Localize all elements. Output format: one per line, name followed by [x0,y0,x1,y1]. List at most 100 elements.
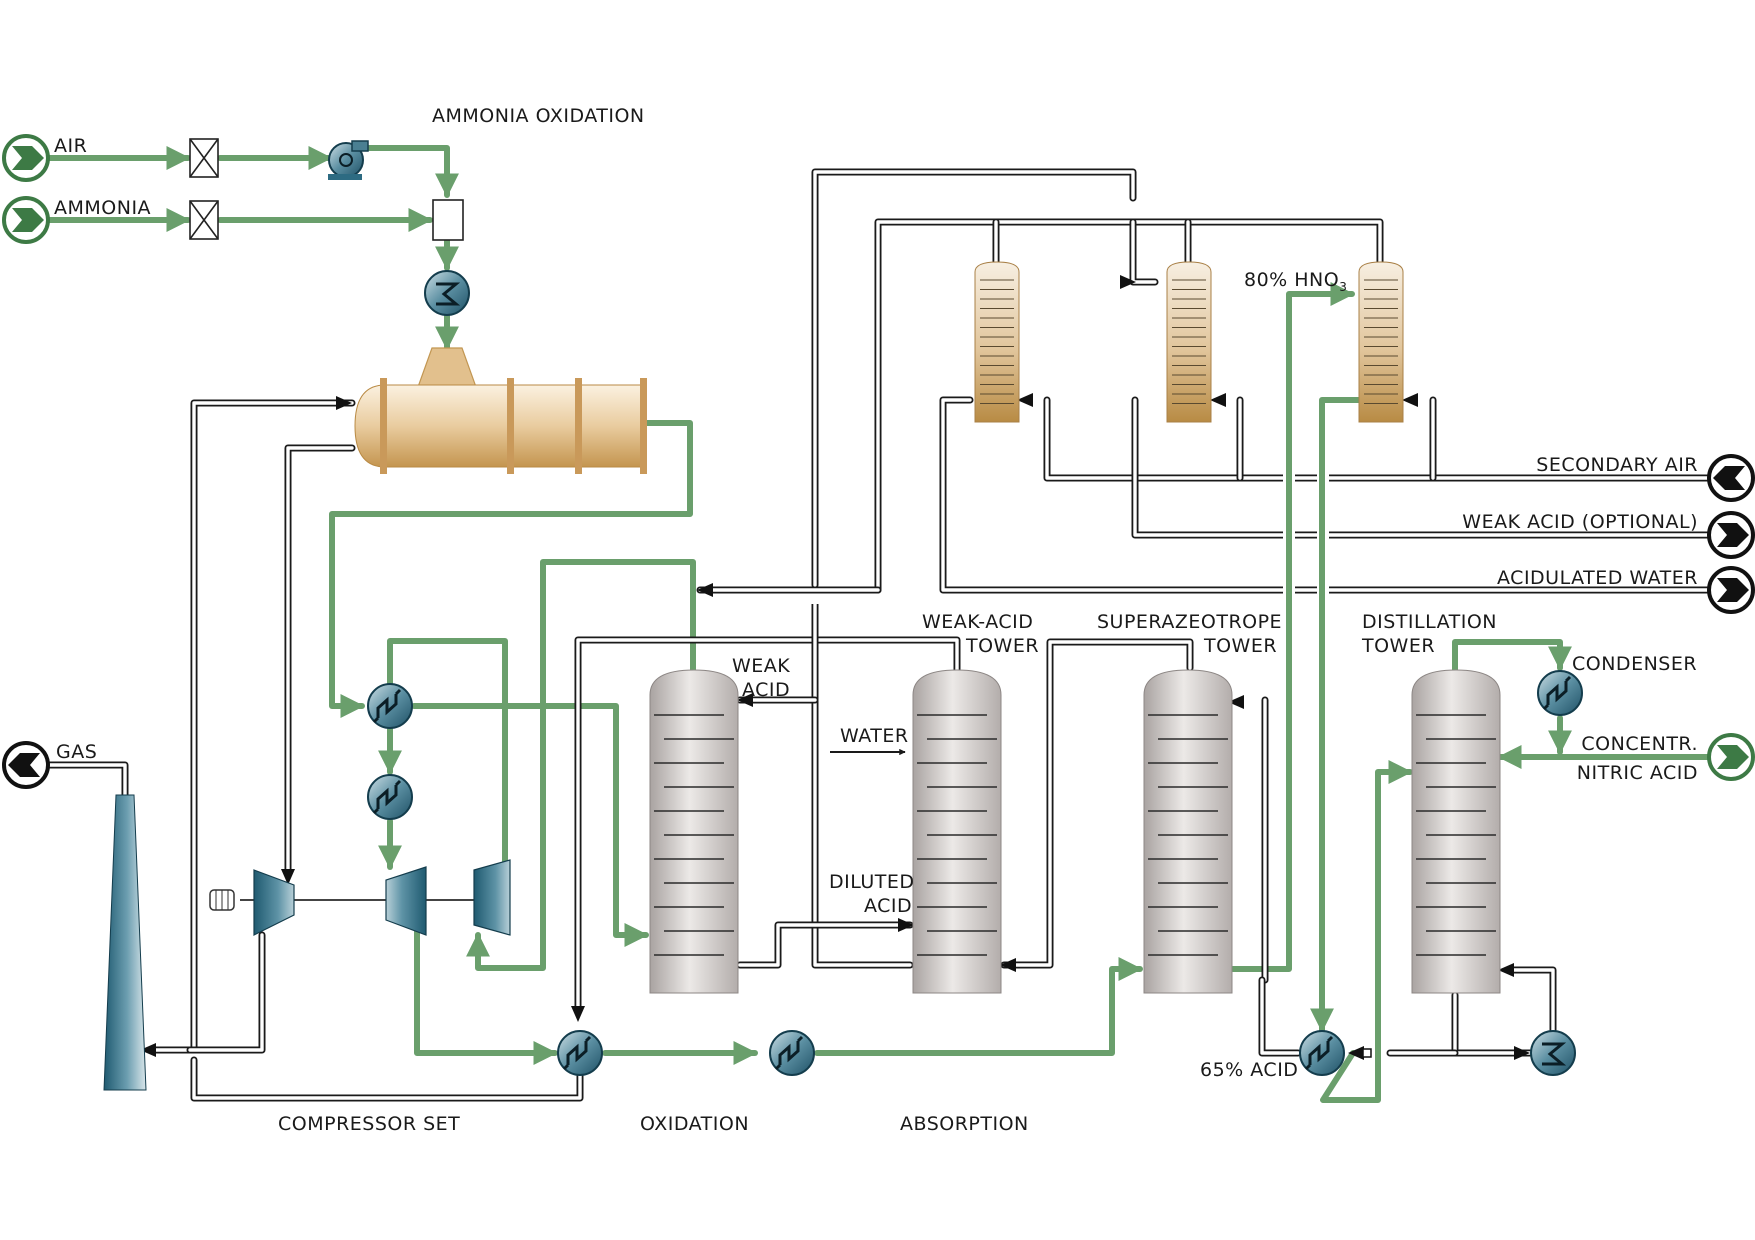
distillation-tower-label-2: TOWER [1361,635,1435,657]
stripper-column-3-shell [1358,261,1404,423]
superazeotrope-tower-label-2: TOWER [1203,635,1277,657]
top-header-line-inner [876,220,1382,592]
bottom-return-line-outer [190,1049,584,1102]
distillation-bottoms-line-inner [1453,993,1532,1055]
arrow-head-icon [336,396,352,410]
compressor-set [209,859,511,936]
distillation-tower-label-1: DISTILLATION [1362,611,1497,633]
big-columns [649,669,1501,994]
superazeotrope-tower-shell [1143,669,1233,994]
65-acid-nozzle [1362,1048,1372,1058]
blower-to-mixer-stream [365,145,459,198]
acidulated-water-label: ACIDULATED WATER [1497,567,1698,589]
oxidation-tower [649,669,739,994]
distillation-bottoms-to-65-acid-stream [1310,397,1383,1033]
oxidation-exchanger-icon [556,1029,604,1077]
bottom-return-line-inner [192,1051,582,1100]
expander-turbine-icon [473,859,511,936]
arrow-head-icon [1228,695,1244,709]
weak-acid-tower [912,669,1002,994]
weak-acid-optional-label: WEAK ACID (OPTIONAL) [1462,511,1698,533]
left-vertical-line-inner [813,598,912,967]
weak-acid-label-2: ACID [742,679,790,701]
stripper-column-2-shell [1166,261,1212,423]
hno3-label: 80% HNO3 [1244,269,1347,294]
superazeotrope-feed-line-inner [1002,640,1192,967]
reactor-to-compressor-line-inner [286,446,354,872]
arrow-head-icon [1348,1046,1364,1060]
concentrated-acid-label-1: CONCENTR. [1581,733,1698,755]
hno3-label-text: 80% HNO [1244,269,1339,291]
superazeotrope-to-distillation-80-stream [1230,282,1355,972]
superazeotrope-tower [1143,669,1233,994]
absorption-exchanger-icon [768,1029,816,1077]
arrow-head-icon [898,918,914,932]
weak-acid-outlet-connector-icon [1707,511,1755,559]
stack [103,794,147,1091]
motor-icon [209,889,235,911]
oxidation-tower-shell [649,669,739,994]
diluted-acid-line-outer [736,921,914,969]
65-acid-label: 65% ACID [1200,1059,1298,1081]
reboiler-exchanger-icon [1529,1029,1577,1077]
diluted-acid-label-1: DILUTED [829,871,915,893]
weak-acid-overhead-line-inner [576,638,959,1012]
small-columns [974,261,1404,423]
distillation-bottoms-line-outer [1451,991,1534,1057]
stripper-column-2 [1166,261,1212,423]
concentrated-acid-label-2: NITRIC ACID [1577,762,1698,784]
left-top-header-line-outer [811,168,1137,589]
acidulated-water-outlet-connector-icon [1707,566,1755,614]
weak-acid-tower-shell [912,669,1002,994]
second-cooler-exchanger-icon [366,773,414,821]
water-label: WATER [840,725,909,747]
nitric-acid-outlet-connector-icon [1707,733,1755,781]
cooler-loop-stream [387,638,508,893]
arrow-head-icon [1017,393,1033,407]
arrow-head-icon [1498,963,1514,977]
diluted-acid-label-2: ACID [864,895,912,917]
distillation-overhead-to-condenser-stream [1452,639,1572,673]
labels: AIR AMMONIA AMMONIA OXIDATION GAS COMPRE… [54,105,1698,1135]
weak-acid-label-1: WEAK [732,655,790,677]
flow-arrowheads [140,275,1530,1060]
arrow-head-icon [281,869,295,885]
secondary-air-label: SECONDARY AIR [1536,454,1698,476]
mixer-icon [432,199,464,241]
absorption-to-superazeotrope-stream [814,957,1143,1056]
stripper-column-1-shell [974,261,1020,423]
arrow-head-icon [737,693,753,707]
gas-cooler-exchanger-icon [366,682,414,730]
preheater-exchanger-icon [423,269,471,317]
stripper-column-3 [1358,261,1404,423]
reboiler-to-tower-line-inner [1508,968,1555,1032]
superazeotrope-tower-label-1: SUPERAZEOTROPE [1097,611,1282,633]
weak-acid-tower-label-1: WEAK-ACID [922,611,1033,633]
acidulated-water-line-outer [939,396,1721,594]
secondary-air-line-inner [1045,398,1719,480]
stripper-column-1 [974,261,1020,423]
left-top-header-line-inner [813,170,1135,587]
diluted-acid-line-inner [738,923,912,967]
air-label: AIR [54,135,87,157]
compressor-exhaust-line-inner [188,933,264,1052]
arrow-head-icon [1402,393,1418,407]
oxidation-tower-offgas-to-expander-stream [466,559,696,971]
stack-gas-line-outer [43,761,129,799]
ammonia-oxidation-label: AMMONIA OXIDATION [432,105,645,127]
arrow-head-icon [697,583,713,597]
ammonia-valve-icon [189,200,219,240]
air-inlet-connector-icon [2,134,50,182]
gas-label: GAS [56,741,97,763]
compressor-set-label: COMPRESSOR SET [278,1113,460,1135]
65-acid-to-distillation-tower-stream [1320,760,1413,1103]
absorption-label: ABSORPTION [900,1113,1029,1135]
arrow-head-icon [1210,393,1226,407]
oxidation-label: OXIDATION [640,1113,749,1135]
ammonia-inlet-connector-icon [2,196,50,244]
nox-compressor-icon [385,866,427,936]
hno3-label-subscript: 3 [1339,280,1347,294]
distillation-tower [1411,669,1501,994]
weak-acid-optional-line-inner [1133,398,1719,537]
